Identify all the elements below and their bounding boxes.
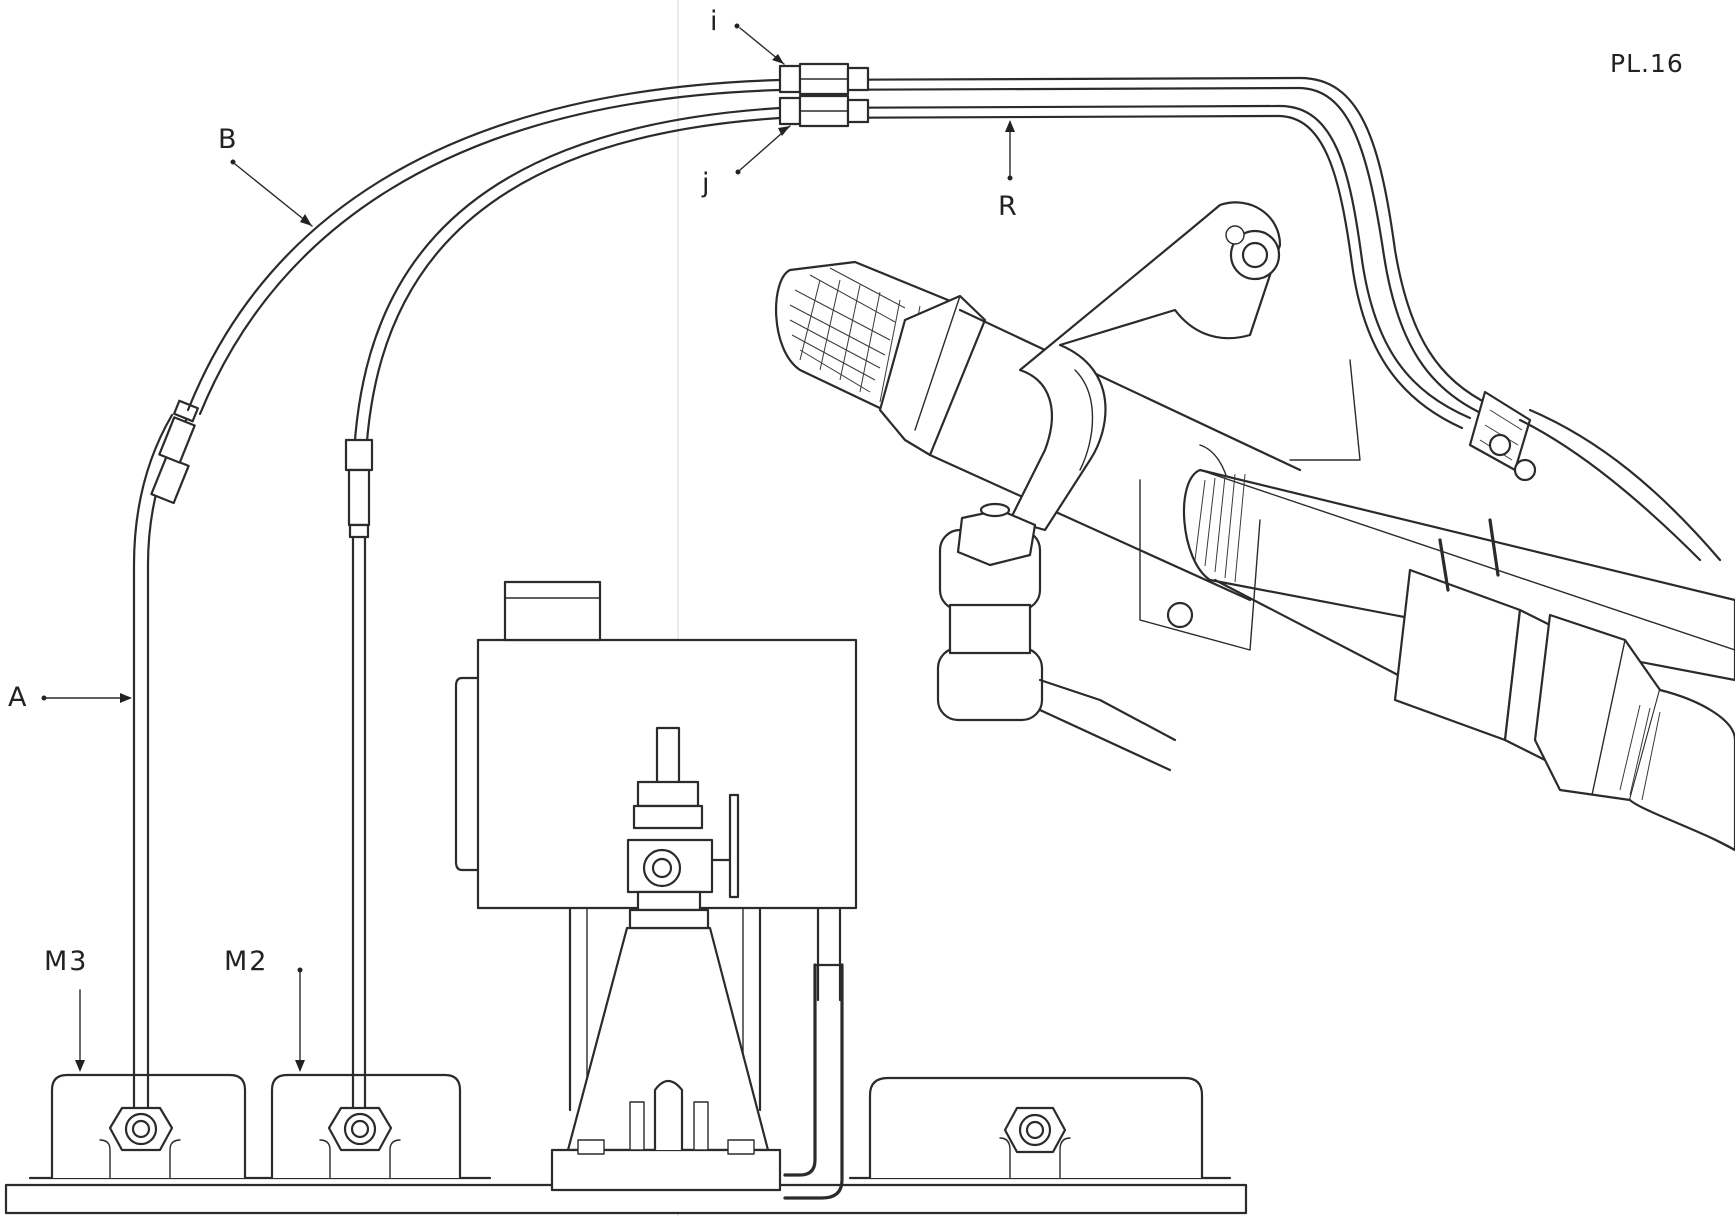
label-m3: M3 (44, 946, 88, 977)
label-i: i (710, 6, 720, 37)
label-j-group: j (701, 125, 791, 199)
pipe-a (132, 399, 199, 1110)
label-m2: M2 (224, 946, 268, 977)
label-a-group: A (8, 682, 132, 713)
label-r: R (998, 191, 1019, 222)
gauge-block-right (868, 1076, 1204, 1180)
label-m3-group: M3 (44, 946, 88, 1072)
pipe-b (186, 76, 1492, 417)
label-b-group: B (218, 124, 313, 227)
label-r-group: R (998, 120, 1019, 222)
pipe-m2 (344, 104, 1472, 1110)
plate-number: PL.16 (1610, 49, 1684, 78)
label-a: A (8, 682, 28, 713)
coupling-j (778, 94, 870, 128)
label-b: B (218, 124, 239, 155)
lower-tube (1182, 468, 1735, 852)
lever-arm (936, 201, 1361, 772)
label-i-group: i (710, 6, 785, 65)
upper-tube (775, 260, 1302, 602)
label-m2-group: M2 (224, 946, 305, 1072)
pipe-clamp (1468, 390, 1722, 562)
label-j: j (701, 168, 712, 199)
coupling-i (778, 62, 870, 96)
pump-assembly (454, 580, 858, 1200)
gauge-block-m3 (50, 1073, 247, 1180)
